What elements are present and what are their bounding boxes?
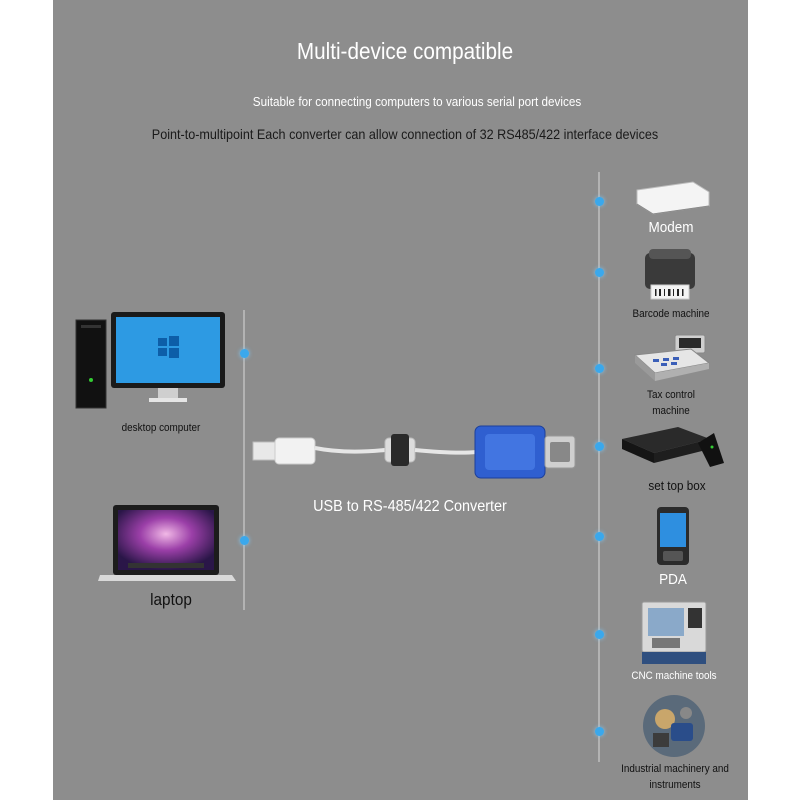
usb-converter-image xyxy=(252,425,576,479)
connector-dot xyxy=(240,349,249,358)
tax-control-label-line2: machine xyxy=(652,405,690,417)
desktop-label: desktop computer xyxy=(121,422,201,434)
description: Point-to-multipoint Each converter can a… xyxy=(151,126,659,142)
set-top-box-image xyxy=(622,427,724,467)
cnc-machine-image xyxy=(641,601,707,664)
diagram-panel: Multi-device compatible Suitable for con… xyxy=(53,0,748,800)
barcode-machine-image xyxy=(645,249,695,300)
converter-label: USB to RS-485/422 Converter xyxy=(313,498,507,515)
subtitle: Suitable for connecting computers to var… xyxy=(252,94,582,109)
pda-label: PDA xyxy=(659,571,687,588)
tax-control-machine-image xyxy=(633,334,711,381)
tax-control-label-line1: Tax control xyxy=(647,389,695,401)
industrial-label-line1: Industrial machinery and xyxy=(621,763,729,775)
right-bus-line xyxy=(598,172,600,762)
page-title: Multi-device compatible xyxy=(296,38,514,64)
modem-label: Modem xyxy=(648,219,694,236)
connector-dot xyxy=(240,536,249,545)
connector-dot xyxy=(595,268,604,277)
laptop-image xyxy=(98,505,236,581)
left-bus-line xyxy=(243,310,245,610)
industrial-machinery-image xyxy=(643,695,705,757)
industrial-label-line2: instruments xyxy=(649,779,701,791)
connector-dot xyxy=(595,727,604,736)
connector-dot xyxy=(595,532,604,541)
connector-dot xyxy=(595,197,604,206)
set-top-box-label: set top box xyxy=(648,478,706,493)
cnc-label: CNC machine tools xyxy=(631,670,717,682)
desktop-computer-image xyxy=(75,312,225,409)
connector-dot xyxy=(595,630,604,639)
connector-dot xyxy=(595,442,604,451)
connector-dot xyxy=(595,364,604,373)
laptop-label: laptop xyxy=(150,590,192,609)
barcode-label: Barcode machine xyxy=(632,308,710,320)
modem-image xyxy=(636,181,710,215)
pda-image xyxy=(657,507,689,565)
